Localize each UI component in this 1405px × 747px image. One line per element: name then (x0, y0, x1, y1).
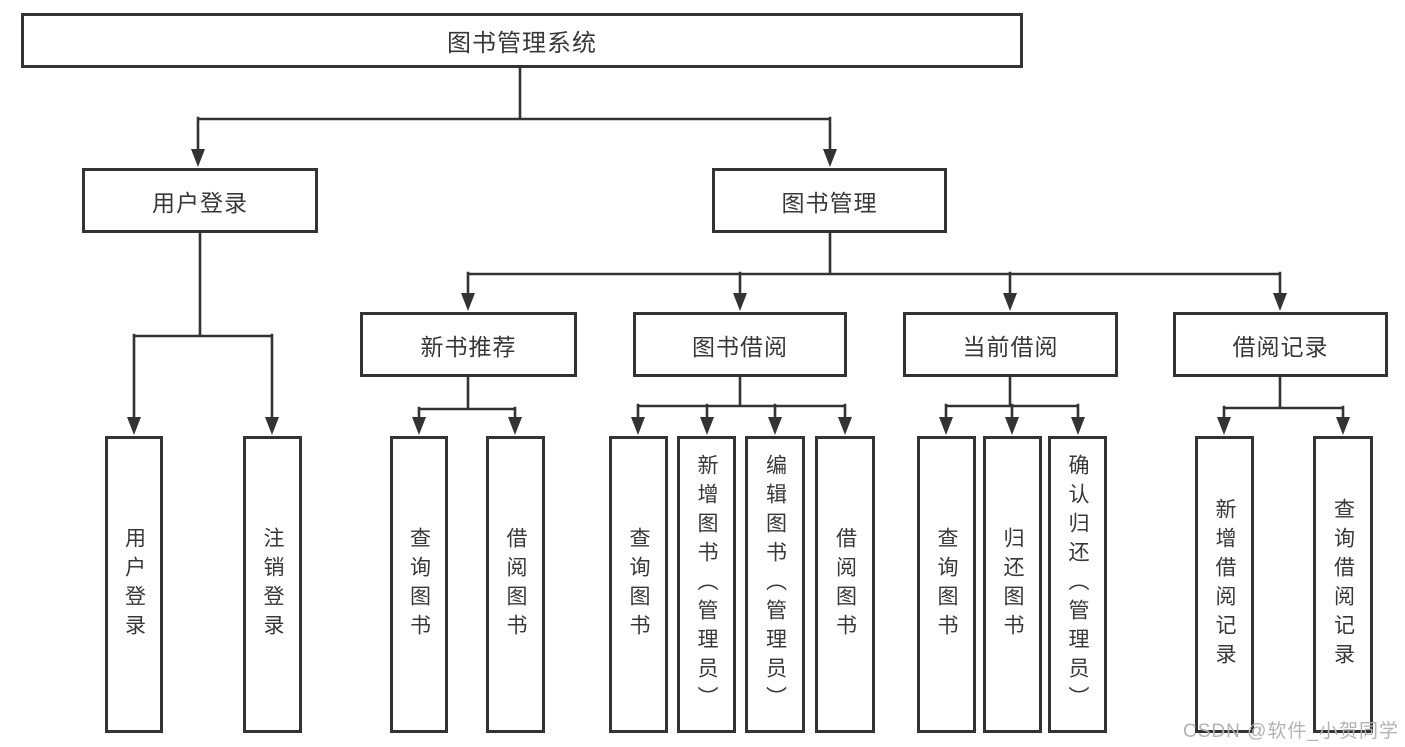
leaf-query-books-1: 查询图书 (390, 436, 448, 733)
leaf-label: 新增图书（管理员） (695, 454, 718, 715)
node-book-borrow: 图书借阅 (633, 312, 847, 377)
leaf-label: 查询图书 (935, 526, 958, 643)
leaf-label: 编辑图书（管理员） (763, 454, 787, 715)
node-root-system: 图书管理系统 (21, 13, 1023, 68)
leaf-return-books: 归还图书 (983, 436, 1042, 733)
leaf-label: 借阅图书 (504, 526, 527, 643)
leaf-label: 注销登录 (261, 526, 284, 643)
node-user-login: 用户登录 (82, 168, 318, 233)
leaf-label: 查询借阅记录 (1331, 497, 1355, 672)
arrowheads (127, 149, 1350, 435)
node-new-book-recommend: 新书推荐 (360, 312, 577, 377)
leaf-label: 新增借阅记录 (1213, 497, 1236, 672)
leaf-label: 用户登录 (122, 526, 146, 643)
leaf-logout: 注销登录 (243, 436, 302, 733)
leaf-edit-book-admin: 编辑图书（管理员） (745, 436, 805, 733)
node-current-borrow: 当前借阅 (903, 312, 1118, 377)
leaf-label: 归还图书 (1001, 526, 1024, 643)
leaf-borrow-books-2: 借阅图书 (815, 436, 875, 733)
leaf-borrow-books-1: 借阅图书 (486, 436, 545, 733)
leaf-add-borrow-record: 新增借阅记录 (1195, 436, 1254, 733)
leaf-query-books-2: 查询图书 (609, 436, 668, 733)
leaf-add-book-admin: 新增图书（管理员） (677, 436, 736, 733)
leaf-label: 查询图书 (627, 526, 650, 643)
leaf-user-login: 用户登录 (105, 436, 163, 733)
node-borrow-records: 借阅记录 (1173, 312, 1388, 377)
node-book-management: 图书管理 (712, 168, 947, 233)
leaf-confirm-return-admin: 确认归还（管理员） (1048, 436, 1107, 733)
leaf-query-books-3: 查询图书 (917, 436, 976, 733)
leaf-label: 借阅图书 (833, 526, 857, 643)
leaf-query-borrow-record: 查询借阅记录 (1313, 436, 1373, 733)
leaf-label: 确认归还（管理员） (1066, 454, 1089, 715)
leaf-label: 查询图书 (407, 526, 431, 643)
watermark: CSDN @软件_小贺同学 (1183, 721, 1399, 742)
